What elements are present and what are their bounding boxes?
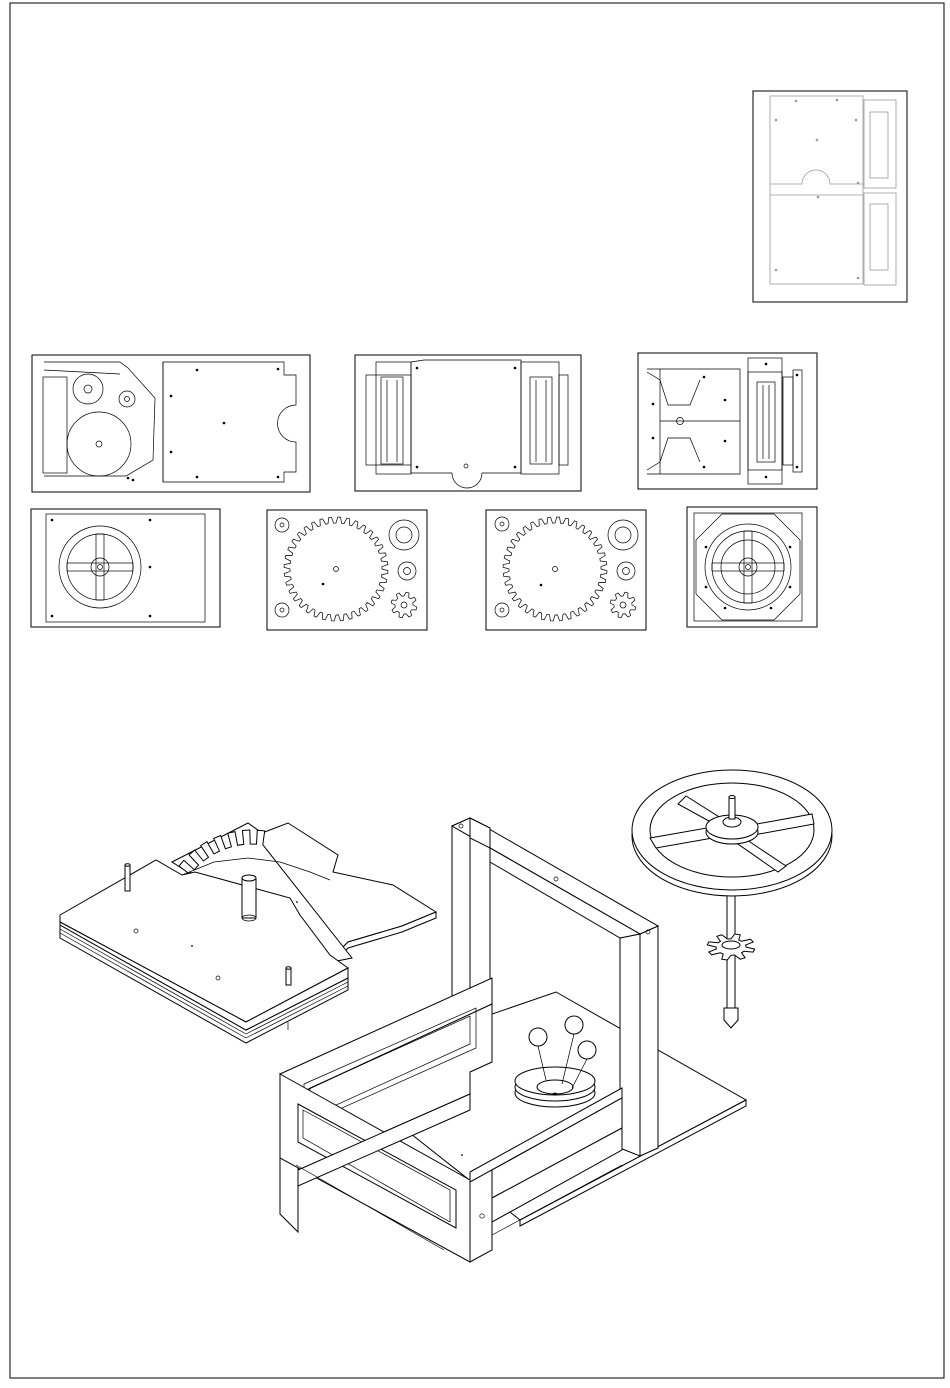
assembly-wheel-shaft [632,770,832,1028]
assembly-plate-stack [60,823,436,1043]
template-wheel-plate [31,509,220,627]
gear-a-outline [284,517,388,621]
template-gear-sheet-b [486,510,646,630]
pinion-b-outline [610,592,636,618]
gear-b-outline [503,517,607,621]
template-gear-sheet-a [267,510,427,630]
template-wheel-octagon [687,507,817,627]
template-tray-parts [638,353,817,489]
template-base-plate [32,355,310,492]
template-frame-sides [355,355,581,491]
pinion-a-outline [391,592,417,618]
overview-thumbnail [753,91,907,302]
